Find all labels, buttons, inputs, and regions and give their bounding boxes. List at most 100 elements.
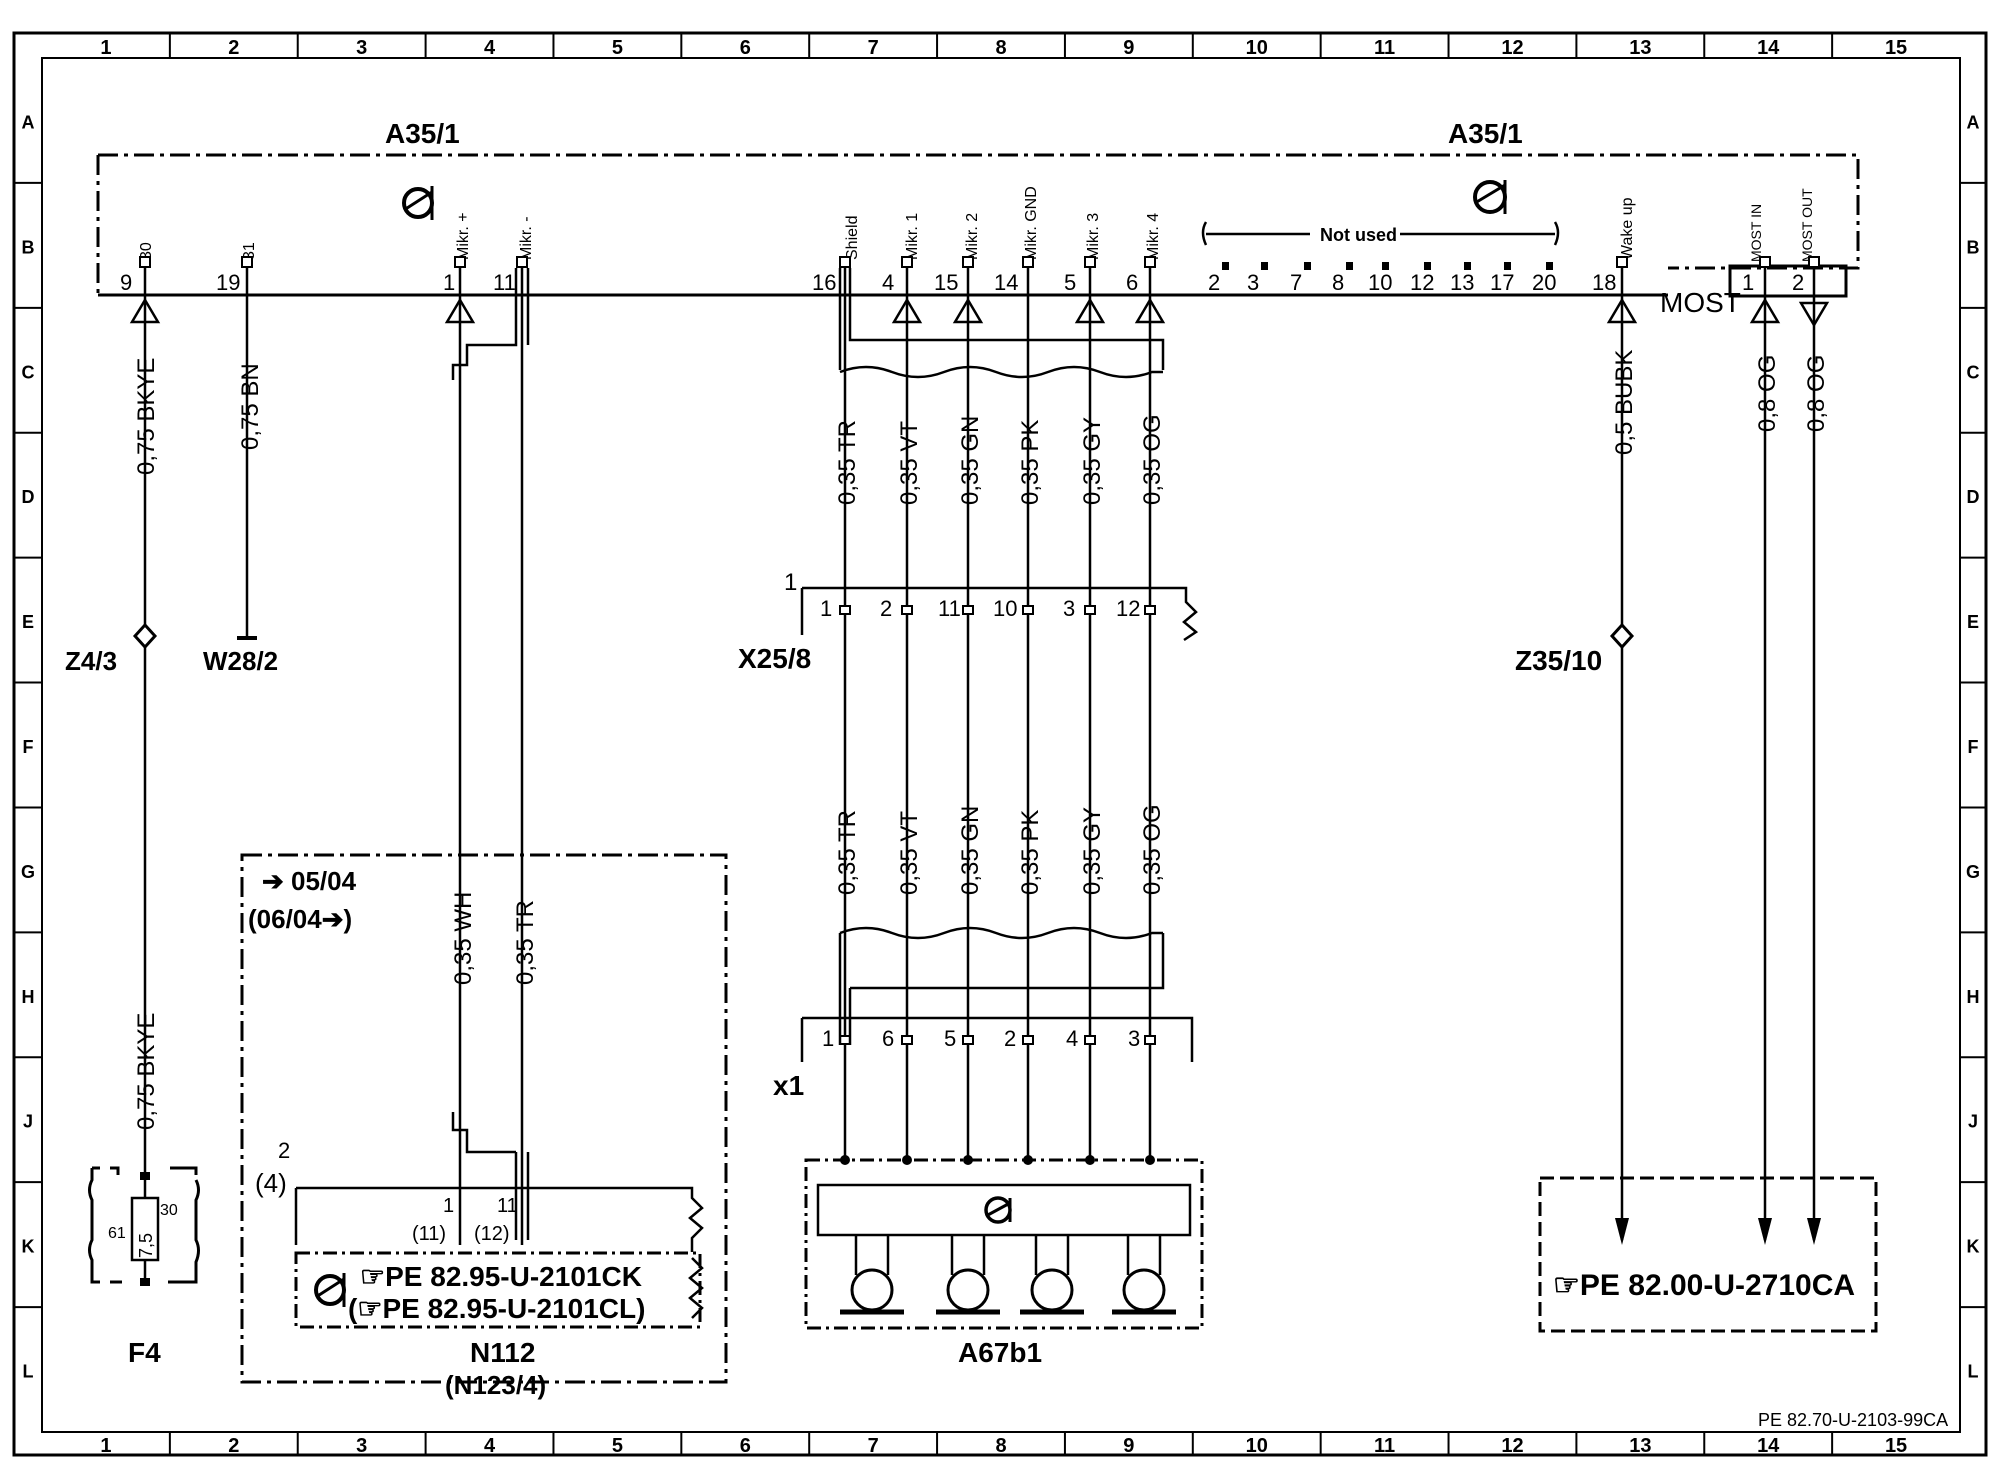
grid-col-11: 11 [1374, 37, 1395, 59]
microphone-symbol-top-right [1473, 180, 1507, 214]
arrow-down-most-out-end [1807, 1218, 1821, 1245]
pin-label-mikr-gnd: Mikr. GND [1023, 186, 1040, 260]
grid-row-K: K [22, 1237, 35, 1257]
grid-row-right-L: L [1968, 1362, 1979, 1382]
grid-row-right-J: J [1968, 1112, 1978, 1132]
grid-col-bottom-11: 11 [1374, 1435, 1395, 1457]
n112-pin-12: (12) [474, 1223, 510, 1245]
n112-pin-11: (11) [412, 1223, 446, 1245]
not-used-pin-12: 12 [1410, 270, 1434, 295]
label-x25-8: X25/8 [738, 643, 811, 674]
arrow-up-og [1134, 297, 1166, 324]
pin-label-31: 31 [241, 242, 258, 260]
connector-z35-10 [1609, 622, 1635, 650]
microphone-symbol-a67b1 [984, 1196, 1012, 1224]
wire-label-og-upper: 0,35 OG [1139, 414, 1166, 505]
x25-8-connector-outline [800, 586, 1199, 642]
grid-row-right-G: G [1966, 862, 1980, 882]
x1-pin-2: 2 [1004, 1026, 1016, 1051]
grid-col-4: 4 [484, 37, 496, 59]
microphone-wire-bundle: 0,35 TR0,35 TR0,35 VT0,35 VT0,35 GN0,35 … [834, 268, 1166, 1165]
wire-label-vt-upper: 0,35 VT [896, 421, 923, 505]
wire-label-bubk: 0,5 BUBK [1611, 350, 1638, 455]
a67b1-microphone [1030, 1268, 1074, 1312]
label-w28-2: W28/2 [203, 646, 278, 676]
not-used-pin-8: 8 [1332, 270, 1344, 295]
a35-label-left: A35/1 [385, 118, 460, 149]
pin-label-mikr3: Mikr. 3 [1085, 213, 1102, 260]
grid-row-D: D [22, 487, 35, 507]
grid-col-12: 12 [1501, 37, 1523, 59]
pin-number-most-1: 1 [1742, 270, 1754, 295]
grid-col-bottom-12: 12 [1501, 1435, 1523, 1457]
grid-col-15: 15 [1885, 37, 1907, 59]
n112-date-to: (06/04➔) [248, 904, 352, 934]
not-used-pin-3: 3 [1247, 270, 1259, 295]
x1-pin-3: 3 [1128, 1026, 1140, 1051]
arrow-up-most-in [1749, 297, 1781, 324]
outer-frame [12, 31, 1988, 1457]
pin-number-1: 1 [443, 270, 455, 295]
shield-lower-bundle [838, 933, 1165, 1045]
arrow-up-mikr-plus [444, 297, 476, 324]
most-reference-box [1538, 1176, 1878, 1333]
grid-row-G: G [21, 862, 35, 882]
wire-label-gn-upper: 0,35 GN [957, 416, 984, 505]
grid-row-F: F [23, 737, 34, 757]
grid-row-right-H: H [1967, 987, 1980, 1007]
x1-connector-outline [800, 1016, 1194, 1062]
n112-pin-index: 2 [278, 1138, 290, 1163]
n112-date-from: ➔ 05/04 [262, 866, 357, 896]
wire-label-tr-upper: 0,35 TR [834, 420, 861, 505]
arrow-down-most-out [1798, 301, 1830, 328]
not-used-label: Not used [1320, 225, 1397, 245]
grid-row-right-A: A [1967, 112, 1980, 132]
pin-label-mikr1: Mikr. 1 [904, 213, 921, 260]
not-used-pin-17: 17 [1490, 270, 1514, 295]
shield-wavy-top [839, 365, 1163, 379]
grid-col-3: 3 [356, 37, 367, 59]
top-pin-markers [139, 256, 1820, 268]
x25-8-pin-10: 10 [993, 596, 1017, 621]
grid-col-bottom-1: 1 [100, 1435, 111, 1457]
most-connector-box [1728, 264, 1848, 298]
grid-row-J: J [23, 1112, 33, 1132]
f4-pin-30: 30 [160, 1202, 178, 1219]
wire-label-gy-upper: 0,35 GY [1079, 417, 1106, 505]
wire-label-tr-lower: 0,35 TR [834, 810, 861, 895]
inner-frame [41, 57, 1961, 1433]
pin-number-most-2: 2 [1792, 270, 1804, 295]
wire-label-og-out: 0,8 OG [1803, 355, 1830, 432]
wire-label-gy-lower: 0,35 GY [1079, 807, 1106, 895]
not-used-pin-7: 7 [1290, 270, 1302, 295]
label-z35-10: Z35/10 [1515, 645, 1602, 676]
grid-row-A: A [22, 112, 35, 132]
a35-label-right: A35/1 [1448, 118, 1523, 149]
wire-label-gn-lower: 0,35 GN [957, 806, 984, 895]
document-id: PE 82.70-U-2103-99CA [1758, 1410, 1948, 1430]
wire-label-pk-upper: 0,35 PK [1017, 420, 1044, 505]
n112-connector-outline [294, 1186, 704, 1252]
grid-row-B: B [22, 237, 35, 257]
wire-label-tr-n112: 0,35 TR [512, 900, 539, 985]
pin-number-14: 14 [994, 270, 1018, 295]
pin-number-11: 11 [493, 270, 516, 295]
a67b1-microphone [946, 1268, 990, 1312]
f4-pin-61: 61 [108, 1225, 126, 1242]
grid-row-right-F: F [1968, 737, 1979, 757]
grid-col-bottom-9: 9 [1123, 1435, 1134, 1457]
microphone-symbol-n112 [314, 1273, 346, 1307]
grid-row-right-E: E [1967, 612, 1979, 632]
grid-col-bottom-5: 5 [612, 1435, 623, 1457]
grid-col-bottom-4: 4 [484, 1435, 496, 1457]
grid-col-10: 10 [1246, 37, 1268, 59]
grid-col-1: 1 [100, 37, 111, 59]
pin-label-mikr-minus: Mikr. - [518, 216, 535, 260]
wire-label-bkye-upper: 0,75 BKYE [133, 358, 160, 475]
grid-col-6: 6 [740, 37, 751, 59]
most-label: MOST [1660, 287, 1741, 318]
pin-label-wake-up: Wake up [1619, 197, 1636, 260]
